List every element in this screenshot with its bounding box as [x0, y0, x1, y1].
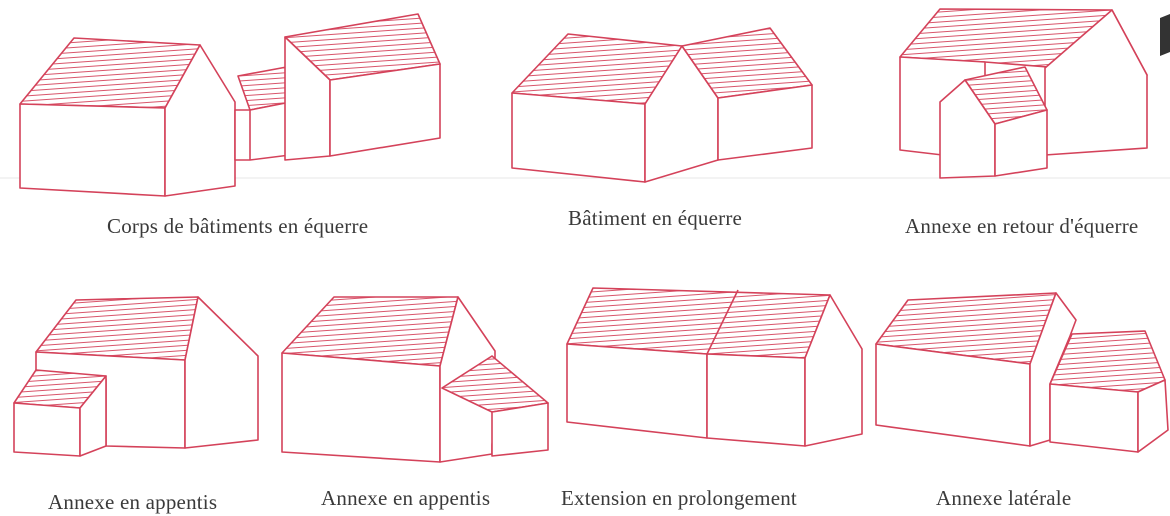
- sketch-annexe-laterale: [875, 292, 1169, 453]
- caption-batiment-equerre: Bâtiment en équerre: [568, 206, 743, 230]
- caption-corps-batiments-equerre: Corps de bâtiments en équerre: [107, 214, 369, 238]
- caption-annexe-appentis-2: Annexe en appentis: [321, 486, 491, 510]
- caption-annexe-laterale: Annexe latérale: [936, 486, 1072, 510]
- caption-extension-prolongement: Extension en prolongement: [561, 486, 797, 510]
- sketch-batiment-equerre: [511, 27, 813, 183]
- sketch-annexe-appentis-1: [13, 296, 259, 457]
- sketch-extension-prolongement: [566, 287, 863, 447]
- dark-corner-mark: [1160, 14, 1170, 56]
- sketch-corps-batiments-equerre: [19, 13, 441, 197]
- caption-annexe-retour-equerre: Annexe en retour d'équerre: [905, 214, 1139, 238]
- caption-annexe-appentis-1: Annexe en appentis: [48, 490, 218, 514]
- sketch-annexe-retour-equerre: [899, 8, 1170, 179]
- sketch-annexe-appentis-2: [281, 296, 549, 463]
